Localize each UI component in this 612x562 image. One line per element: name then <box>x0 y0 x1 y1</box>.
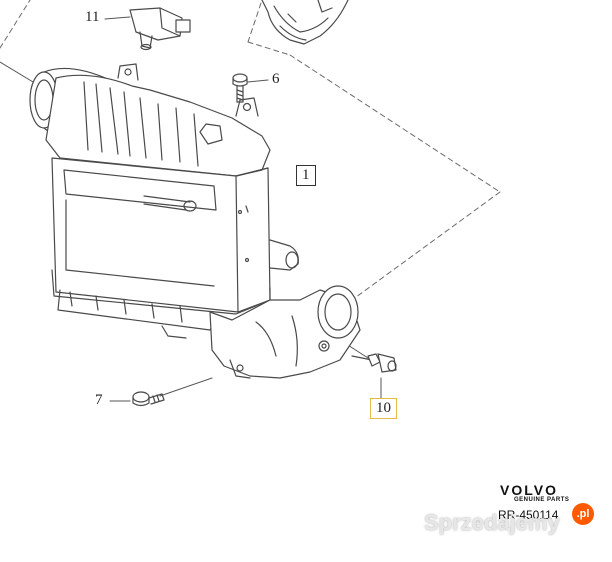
part-6-bolt <box>232 73 248 103</box>
part-11-sensor <box>129 7 191 51</box>
part-10-sensor <box>351 353 397 373</box>
callout-7: 7 <box>95 392 103 408</box>
part-7-bolt <box>132 391 165 407</box>
top-hose <box>261 0 349 45</box>
callout-1-box: 1 <box>296 165 316 186</box>
volvo-logo-text: VOLVO <box>500 482 558 498</box>
watermark-badge-icon: .pl <box>572 503 594 525</box>
callout-11: 11 <box>85 9 100 25</box>
drawing-reference-number: RR-450114 <box>498 508 559 522</box>
genuine-parts-label: GENUINE PARTS <box>514 497 570 503</box>
intercooler-body <box>29 63 361 379</box>
callout-10-box: 10 <box>370 398 397 419</box>
group-boundary <box>0 0 501 301</box>
callout-6: 6 <box>272 71 280 87</box>
watermark-text: Sprzedajemy <box>424 510 560 535</box>
